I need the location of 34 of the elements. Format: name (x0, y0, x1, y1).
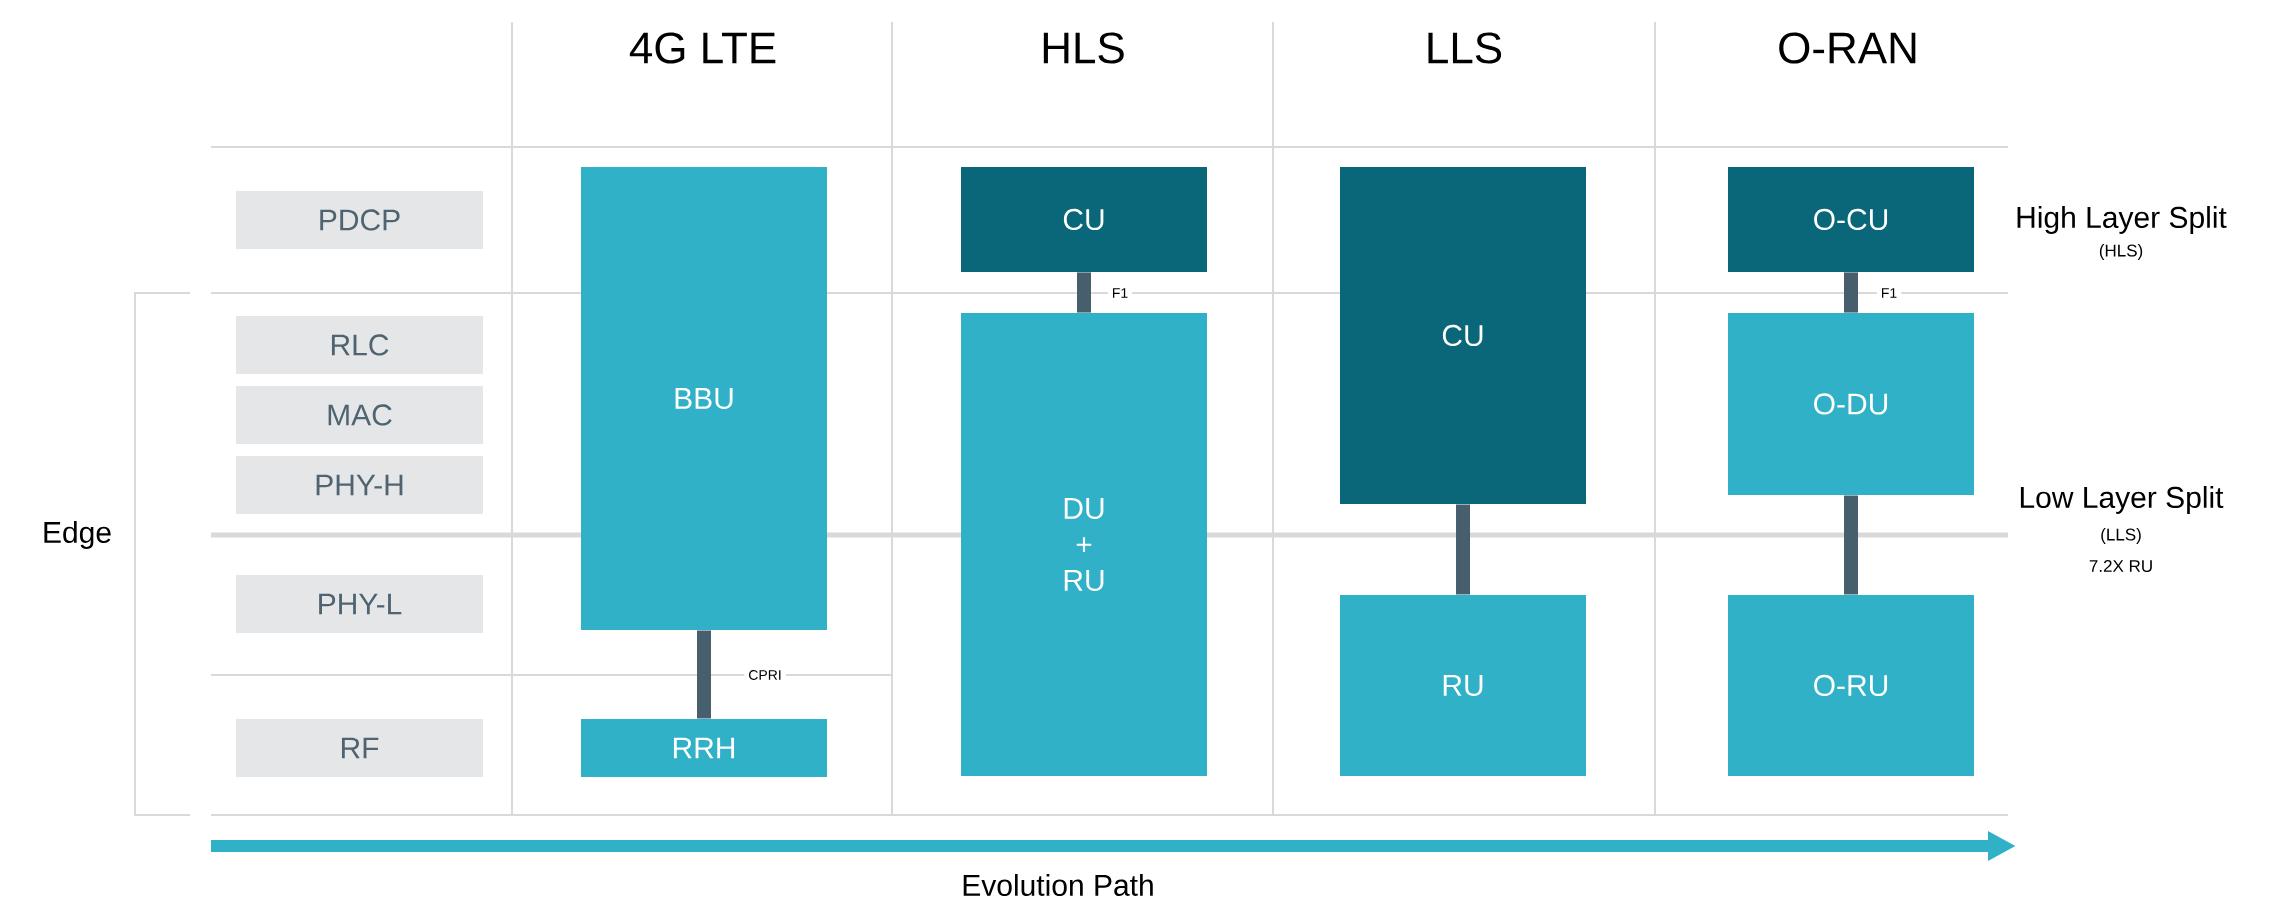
function-box: CU (961, 167, 1207, 272)
edge-label: F1 (1876, 284, 1902, 302)
layer-box: RF (236, 719, 483, 777)
function-box: O-RU (1728, 595, 1974, 776)
axis-label: Evolution Path (963, 874, 1153, 896)
function-box: RRH (581, 719, 827, 777)
layer-box: PHY-L (236, 575, 483, 633)
connector (1077, 272, 1091, 313)
column-header: HLS (1043, 32, 1124, 64)
function-box: BBU (581, 167, 827, 630)
function-box: O-CU (1728, 167, 1974, 272)
column-header: 4G LTE (629, 32, 776, 64)
function-box: DU + RU (961, 313, 1207, 776)
split-label: Low Layer Split (2020, 486, 2224, 514)
connector (1456, 504, 1470, 595)
split-note: 7.2X RU (2089, 560, 2152, 572)
function-box: CU (1340, 167, 1586, 504)
layer-box: PHY-H (236, 456, 483, 514)
function-box: O-DU (1728, 313, 1974, 495)
layer-box: MAC (236, 386, 483, 444)
function-box: RU (1340, 595, 1586, 776)
connector (1844, 495, 1858, 595)
layer-box: PDCP (236, 191, 483, 249)
layer-box: RLC (236, 316, 483, 374)
bracket-label: Edge (44, 521, 111, 549)
split-label: High Layer Split (2017, 206, 2227, 234)
split-note: (HLS) (2099, 244, 2143, 260)
connector (697, 630, 711, 719)
column-header: O-RAN (1779, 32, 1916, 64)
edge-label: CPRI (744, 666, 786, 684)
column-header: LLS (1428, 32, 1502, 64)
split-note: (LLS) (2101, 528, 2141, 544)
connector (1844, 272, 1858, 313)
edge-label: F1 (1107, 284, 1133, 302)
